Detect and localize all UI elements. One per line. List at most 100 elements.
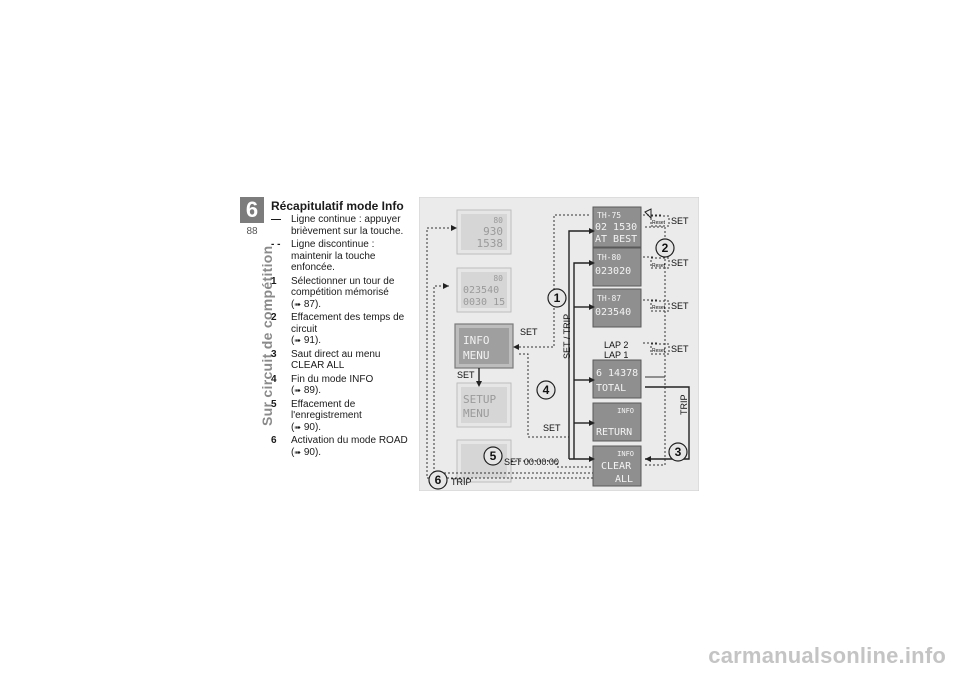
solid-connectors [478, 230, 690, 460]
legend-text: Saut direct au menu CLEAR ALL [291, 348, 381, 372]
legend-key: 2 [271, 312, 277, 323]
legend-key: 3 [271, 348, 277, 360]
lcd-left-1-line-3: 1538 [477, 237, 504, 250]
reference-arrow-icon: ➠ [294, 299, 302, 309]
legend-page-ref: 89). [303, 385, 322, 396]
lcd-left-2-line-3: 0030 15 [463, 297, 505, 308]
legend-page-ref: 87). [303, 298, 322, 310]
info-mode-diagram: 80 930 1538 80 023540 0030 15 INFO MENU … [418, 196, 700, 492]
label-reset-1: Reset [652, 220, 666, 226]
lcd-right-6-line-3: ALL [615, 474, 633, 485]
lcd-right-5-return: INFO RETURN [592, 402, 642, 442]
diagram-svg: 80 930 1538 80 023540 0030 15 INFO MENU … [418, 196, 700, 492]
lcd-left-1: 80 930 1538 [456, 209, 512, 255]
lcd-left-2-line-2: 023540 [463, 285, 499, 296]
page-number: 88 [246, 226, 258, 237]
lcd-right-5-line-1: INFO [617, 407, 634, 415]
legend-key: - - [271, 239, 281, 250]
reference-arrow-icon: ➠ [294, 422, 302, 432]
legend-key: 5 [271, 398, 277, 410]
legend-page-ref: 90). [303, 421, 322, 433]
lcd-right-1-line-3: AT BEST [595, 234, 637, 245]
legend-key: 6 [271, 435, 277, 446]
lcd-right-2: TH-80 023020 [592, 247, 642, 287]
legend-text: Effacement de l'enregistrement [291, 398, 362, 422]
label-set-info: SET [520, 327, 538, 337]
marker-5: 5 [483, 446, 503, 466]
svg-text:2: 2 [662, 241, 669, 255]
legend-text: Activation du mode ROAD [291, 435, 408, 446]
label-set-return: SET [543, 423, 561, 433]
lcd-left-2: 80 023540 0030 15 [456, 267, 512, 313]
legend-item: —Ligne continue : appuyer brièvement sur… [271, 214, 411, 237]
svg-text:4: 4 [543, 383, 550, 397]
svg-text:6: 6 [435, 473, 442, 487]
lcd-left-4-line-2: MENU [463, 407, 490, 420]
chapter-badge: 6 [240, 197, 264, 223]
reset-boxes [650, 215, 670, 355]
svg-text:5: 5 [490, 449, 497, 463]
section-heading: Récapitulatif mode Info [271, 199, 404, 213]
lcd-left-1-line-2: 930 [483, 225, 503, 238]
lcd-left-1-line-1: 80 [493, 216, 503, 225]
marker-1: 1 [547, 288, 567, 308]
label-set-3: SET [671, 301, 689, 311]
legend-page-ref: 90). [303, 446, 322, 458]
label-trip-right: TRIP [679, 394, 689, 415]
label-reset-4: Reset [652, 348, 666, 354]
lcd-right-2-line-1: TH-80 [597, 253, 621, 262]
lcd-left-3-line-2: MENU [463, 349, 490, 362]
marker-2: 2 [655, 238, 675, 258]
site-footer: carmanualsonline.info [708, 643, 946, 668]
lcd-right-3-line-1: TH-87 [597, 294, 621, 303]
lcd-right-6-line-1: INFO [617, 450, 634, 458]
lcd-right-2-line-2: 023020 [595, 266, 631, 277]
legend-key: — [271, 214, 281, 225]
marker-6: 6 [428, 470, 448, 490]
legend-text: Ligne discontinue : maintenir la touche … [291, 239, 376, 273]
lcd-right-4-line-1: 6 14378 [596, 368, 638, 379]
legend-text: Effacement des temps de circuit [291, 312, 405, 335]
reference-arrow-icon: ➠ [294, 336, 302, 345]
lcd-right-1-line-1: TH-75 [597, 211, 621, 220]
label-set-4: SET [671, 344, 689, 354]
lcd-right-1: TH-75 02 1530 AT BEST [592, 206, 642, 248]
label-trip-bottom: TRIP [451, 477, 472, 487]
lcd-left-3-info-menu: INFO MENU [454, 323, 514, 369]
label-reset-2: Reset [652, 263, 666, 269]
lcd-right-1-line-2: 02 1530 [595, 222, 637, 233]
diagram-labels: SET Reset SET Reset SET Reset SET Reset … [451, 216, 689, 487]
label-set-1: SET [671, 216, 689, 226]
lcd-left-2-line-1: 80 [493, 274, 503, 283]
label-set-zero: SET 00:00:00 [504, 457, 559, 467]
legend-list: —Ligne continue : appuyer brièvement sur… [271, 214, 411, 460]
label-lap-1: LAP 1 [604, 350, 628, 360]
lcd-left-5 [456, 439, 512, 483]
legend-page-ref: 91). [303, 335, 322, 346]
legend-item: 3 Saut direct au menu CLEAR ALL [271, 349, 411, 372]
legend-text: Fin du mode INFO [291, 373, 374, 385]
chapter-side-title: Sur circuit de compétition [240, 246, 275, 626]
label-reset-3: Reset [652, 305, 666, 311]
arrowheads [443, 208, 652, 462]
svg-text:3: 3 [675, 445, 682, 459]
numbered-markers: 1 2 3 4 5 6 [428, 238, 688, 490]
legend-key: 4 [271, 373, 277, 385]
label-set-2: SET [671, 258, 689, 268]
label-set-trip: SET / TRIP [562, 314, 572, 359]
legend-key: 1 [271, 275, 277, 287]
lcd-left-3-line-1: INFO [463, 334, 490, 347]
lcd-right-6-line-2: CLEAR [601, 461, 632, 472]
lcd-right-5-line-2: RETURN [596, 427, 632, 438]
svg-text:1: 1 [554, 291, 561, 305]
reference-arrow-icon: ➠ [294, 386, 302, 395]
legend-item: - - Ligne discontinue : maintenir la touc… [271, 239, 411, 274]
marker-3: 3 [668, 442, 688, 462]
lcd-right-4-line-2: TOTAL [596, 383, 626, 394]
lcd-right-6-clear-all: INFO CLEAR ALL [592, 445, 642, 487]
